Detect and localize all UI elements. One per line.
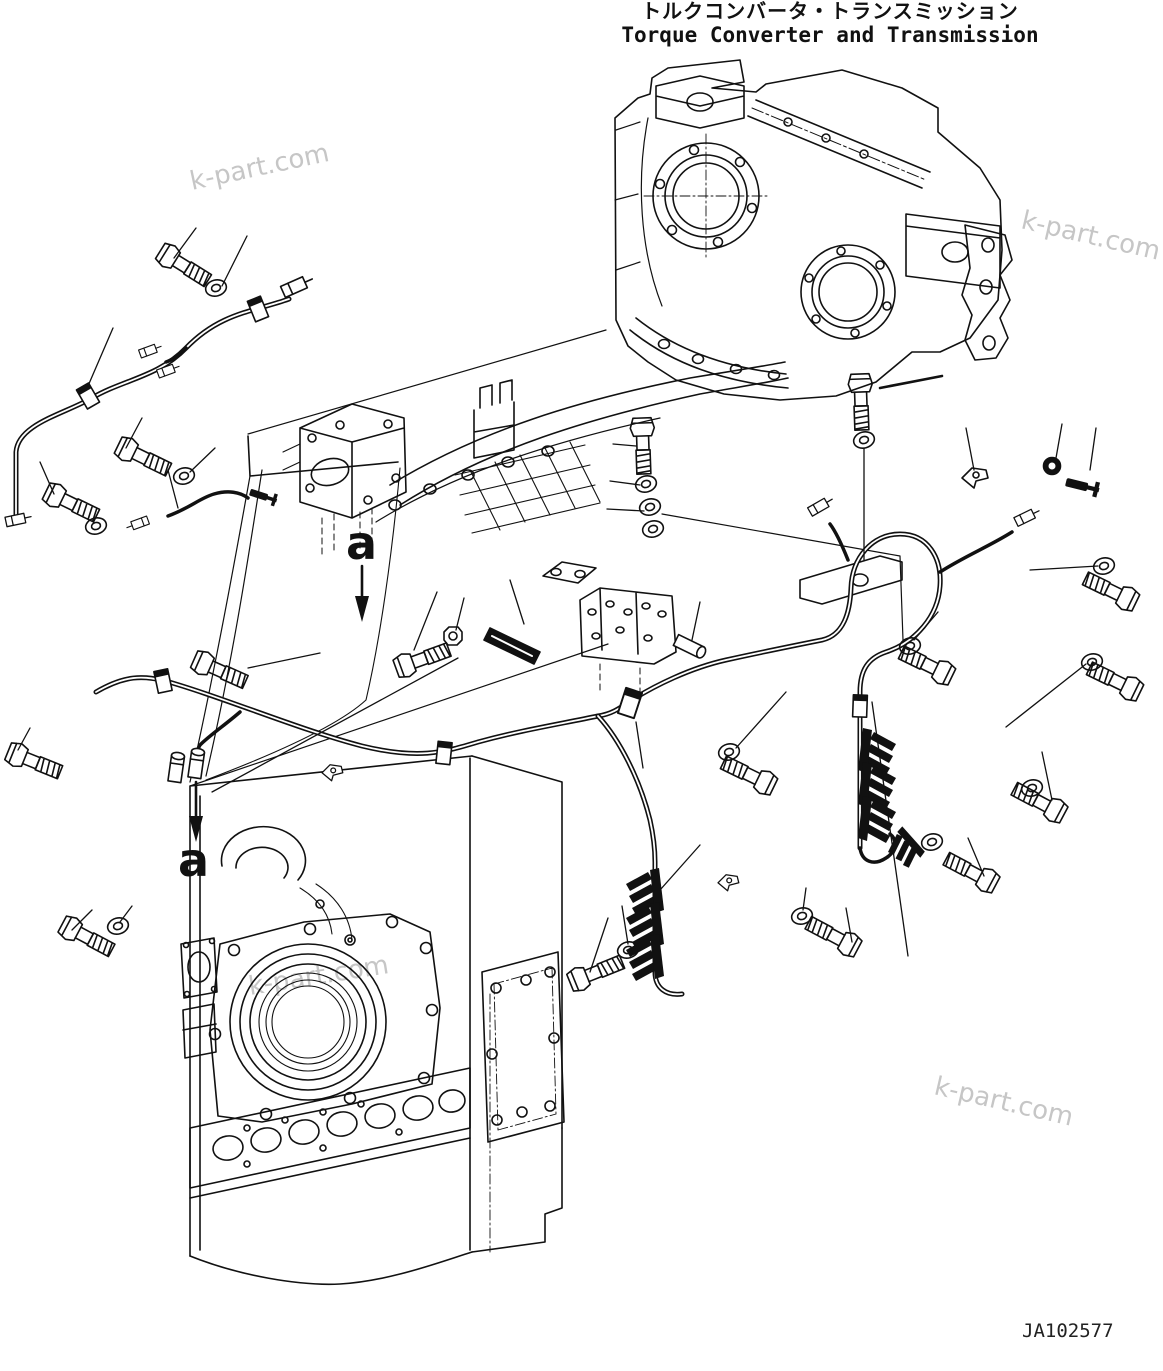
view-arrow-a-lower — [189, 780, 203, 842]
drawing-number: JA102577 — [1022, 1320, 1114, 1342]
cover-plate — [481, 951, 565, 1143]
transmission-case — [189, 329, 904, 787]
bearing-bore-upper — [643, 133, 769, 259]
cable-clamp — [851, 693, 869, 719]
side-lug-bracket — [961, 224, 1013, 361]
leader-lines — [17, 227, 1099, 973]
control-valve-block — [282, 403, 407, 557]
title-english: Torque Converter and Transmission — [621, 23, 1038, 47]
view-label-a-upper: a — [346, 516, 377, 570]
output-hub — [229, 943, 387, 1101]
harness-fittings — [4, 272, 1102, 982]
pin-spacer — [672, 633, 707, 659]
wire-harness-main — [93, 522, 1014, 997]
gasket-strip — [189, 1067, 471, 1199]
ribbed-deck — [454, 441, 601, 534]
valve-body — [579, 587, 677, 699]
torque-converter-housing — [614, 59, 1013, 401]
sensor-pigtail — [166, 490, 250, 518]
hub-flange — [208, 913, 441, 1123]
wire-harness-left — [13, 296, 292, 519]
side-flange-small — [180, 937, 218, 1059]
bracket-plate — [542, 561, 597, 584]
view-label-a-lower: a — [178, 833, 209, 887]
title-japanese: トルクコンバータ・トランスミッション — [641, 0, 1019, 23]
upper-opening — [220, 825, 307, 881]
bearing-bore-lower — [800, 244, 896, 340]
grommet — [1042, 456, 1062, 476]
front-case — [180, 755, 565, 1286]
fork-bracket — [473, 379, 515, 459]
cable-clamp — [435, 740, 453, 766]
view-arrow-a-upper — [355, 564, 369, 622]
